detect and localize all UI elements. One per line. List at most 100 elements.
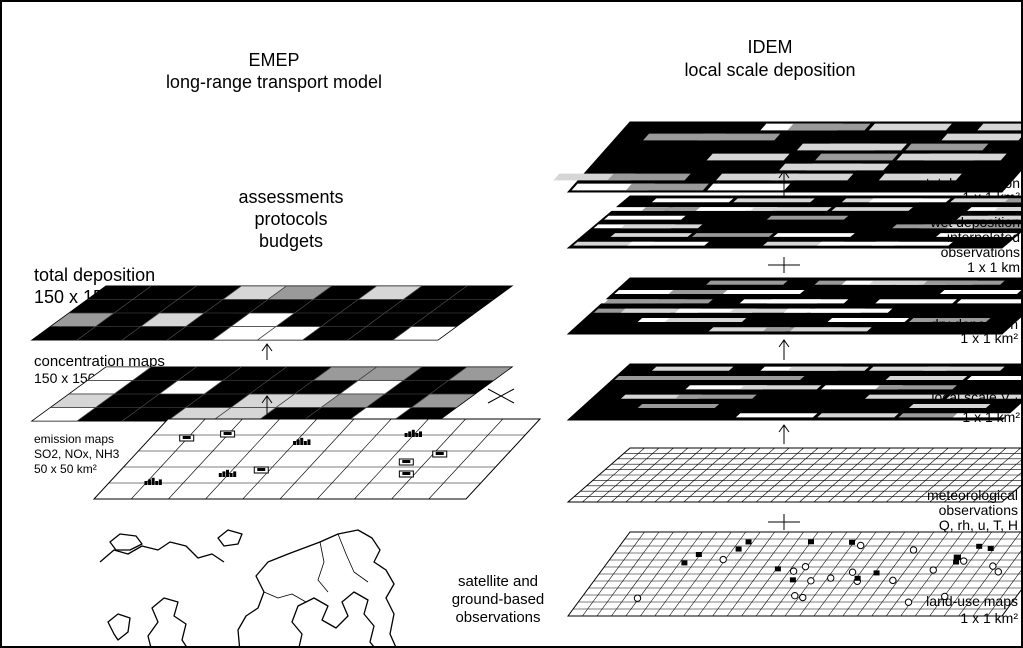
tree-icon — [889, 576, 897, 585]
grid-cell — [967, 375, 1021, 381]
building-icon — [954, 554, 961, 560]
output-protocols: protocols — [254, 209, 327, 229]
idem-vd-label: local scale V d 1 x 1 km² — [931, 389, 1020, 425]
grid-cell — [651, 366, 734, 371]
grid-cell — [815, 153, 899, 161]
grid-cell — [787, 123, 871, 131]
tree-icon — [856, 541, 865, 550]
grid-cell — [923, 366, 1005, 371]
grid-cell — [946, 394, 1021, 399]
idem-wet-label: wet deposition interpolated observations… — [929, 214, 1020, 275]
country-border-3 — [337, 533, 369, 583]
wet-deposition-line-3: observations — [941, 244, 1020, 260]
grid-cell — [787, 366, 870, 371]
tree-icon — [929, 566, 937, 574]
tree-icon — [799, 593, 807, 602]
grid-cell — [766, 215, 849, 220]
idem-meteorological-layer — [566, 447, 1021, 503]
grid-line — [316, 418, 392, 500]
up-arrow-icon — [261, 343, 273, 360]
dry-deposition-resolution: 1 x 1 km² — [960, 330, 1018, 346]
country-border-2 — [317, 541, 329, 593]
grid-cell — [691, 233, 774, 237]
tree-icon — [960, 557, 968, 565]
factory-icon — [179, 434, 195, 442]
grid-cell — [827, 317, 910, 323]
grid-cell — [722, 375, 805, 381]
tree-icon — [904, 598, 913, 606]
observations-line-3: observations — [455, 609, 540, 626]
up-arrow-icon — [778, 339, 790, 360]
building-icon — [789, 577, 796, 583]
europe-map — [99, 529, 397, 646]
grid-cell — [956, 299, 1021, 304]
grid-cell — [950, 198, 1021, 203]
output-assessments: assessments — [238, 187, 343, 207]
building-icon — [873, 570, 880, 576]
tree-icon — [989, 562, 997, 570]
tree-icon — [909, 546, 918, 554]
idem-land-use-layer — [567, 531, 1021, 617]
grid-cell — [810, 308, 893, 313]
local-vd-subscript: d — [1011, 395, 1018, 409]
flow-arrows — [261, 170, 790, 444]
meteorological-line-2: observations — [939, 502, 1018, 518]
idem-title: IDEM — [748, 37, 793, 57]
emep-header: EMEP long-range transport model — [166, 50, 382, 92]
emep-total-deposition-layer — [30, 285, 514, 341]
grid-line — [130, 418, 206, 500]
grid-line — [428, 418, 504, 500]
grid-cell — [675, 394, 757, 399]
meteorological-variables: Q, rh, u, T, H — [939, 517, 1018, 533]
grid-cell — [923, 280, 1005, 285]
grid-cell — [939, 289, 1021, 295]
grid-cell — [750, 207, 832, 211]
up-arrow-icon — [778, 170, 790, 196]
building-icon — [681, 560, 688, 566]
building-icon — [774, 566, 781, 572]
idem-subtitle: local scale deposition — [684, 60, 855, 80]
building-icon — [849, 539, 856, 545]
tree-icon — [791, 591, 799, 600]
grid-cell — [824, 143, 908, 151]
grid-cell — [733, 198, 815, 203]
factory-icon — [220, 430, 236, 438]
grid-cell — [620, 224, 703, 229]
land-use-resolution: 1 x 1 km² — [960, 610, 1018, 626]
grid-line — [242, 418, 318, 500]
british-isles — [147, 597, 187, 646]
idem-total-deposition-layer — [553, 121, 1021, 193]
emission-maps-species: SO2, NOx, NH3 — [34, 447, 120, 461]
grid-cell — [878, 173, 962, 181]
grid-line — [205, 418, 280, 500]
observations-line-1: satellite and — [458, 573, 538, 590]
tree-icon — [827, 574, 835, 582]
grid-cell — [790, 327, 872, 332]
observations-label: satellite and ground-based observations — [452, 573, 545, 626]
grid-cell — [607, 173, 691, 181]
grid-cell — [994, 207, 1021, 211]
grid-cell — [1004, 198, 1021, 203]
tree-icon — [848, 568, 857, 576]
emep-subtitle: long-range transport model — [166, 72, 382, 92]
tree-icon — [801, 562, 810, 571]
grid-cell — [936, 233, 1018, 237]
grid-cell — [706, 153, 790, 161]
grid-cell — [722, 289, 805, 295]
country-border-1 — [263, 591, 307, 603]
idem-met-label: meteorological observations Q, rh, u, T,… — [927, 487, 1018, 533]
tree-icon — [941, 592, 949, 601]
building-icon — [735, 546, 742, 552]
grid-cell — [739, 385, 822, 390]
grid-line — [279, 418, 355, 500]
tree-icon — [719, 555, 727, 564]
tree-icon — [807, 577, 815, 585]
output-budgets: budgets — [259, 231, 323, 251]
grid-cell — [817, 413, 899, 418]
building-icon — [807, 539, 814, 545]
grid-cell — [627, 241, 709, 246]
idem-dry-label: dry deposition 1 x 1 km² — [931, 316, 1018, 346]
grid-cell — [977, 123, 1021, 131]
building-icon — [854, 575, 861, 581]
